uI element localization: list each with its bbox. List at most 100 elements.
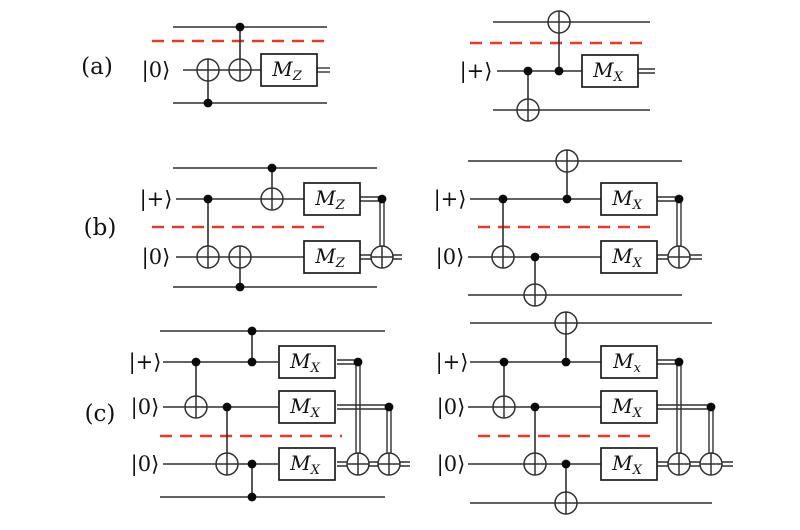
control-dot [377,194,387,204]
measurement-label: MX [289,451,320,478]
control-dot [498,194,508,204]
cnot-target-icon [491,245,515,269]
control-dot [561,357,571,367]
measurement-subscript: Z [292,69,303,84]
measurement-subscript: X [632,463,643,478]
measurement-box-rect [278,447,336,481]
state-ket-label: |+⟩ [436,350,469,375]
circuit-a-left: MZ|0⟩ [142,22,330,108]
cnot-target-icon [554,311,578,335]
measurement-subscript: X [632,256,643,271]
cnot-target-icon [184,395,208,419]
measurement-box-rect [278,390,336,424]
measurement-box-rect [600,240,658,274]
circuit-b-right: MX MX |+⟩ |0⟩ [434,149,702,307]
control-dot [222,402,232,412]
control-dot [674,357,684,367]
control-dot [706,402,716,412]
control-dot [247,459,257,469]
panel-label-a: (a) [81,54,113,80]
measurement-box: MX [600,447,658,481]
measurement-box: MZ [303,182,361,216]
cnot-target-icon [523,283,547,307]
measurement-box: MZ [303,240,361,274]
control-dot [235,22,245,32]
measurement-box: MX [278,447,336,481]
cnot-target-icon [667,452,691,476]
measurement-box: MX [278,345,336,379]
circuit-a-right: MX |+⟩ [460,10,655,122]
state-ket-label: |+⟩ [434,187,467,212]
measurement-box-rect [260,53,318,87]
measurement-box: MZ [260,53,318,87]
measurement-box: MX [600,390,658,424]
control-dot [561,459,571,469]
state-ket-label: |+⟩ [129,350,162,375]
cnot-target-icon [555,149,579,173]
state-ket-label: |0⟩ [142,245,171,270]
control-dot [235,282,245,292]
measurement-subscript: X [632,198,643,213]
measurement-subscript: X [310,361,321,376]
measurement-subscript: X [310,406,321,421]
control-dot [247,326,257,336]
cnot-target-icon [523,452,547,476]
control-dot [203,194,213,204]
panel-label-c: (c) [85,401,116,427]
cnot-target-icon [667,245,691,269]
measurement-box-rect [303,182,361,216]
state-ket-label: |0⟩ [131,395,160,420]
control-dot [203,98,213,108]
panel-label-b: (b) [84,215,117,241]
measurement-box-rect [600,447,658,481]
measurement-subscript: Z [335,198,346,213]
cnot-target-icon [196,245,220,269]
control-dot [530,402,540,412]
control-dot [523,66,533,76]
measurement-box-rect [600,182,658,216]
state-ket-label: |0⟩ [437,395,466,420]
cnot-target-icon [228,245,252,269]
panel-a: (a) MZ|0⟩ MX |+⟩ [81,10,655,122]
state-ket-label: |0⟩ [436,245,465,270]
measurement-box: MX [581,54,639,88]
state-ket-label: |0⟩ [131,452,160,477]
circuit-c-left: MX MX MX |+⟩ |0⟩ |0⟩ [129,326,410,502]
measurement-box: MX [278,390,336,424]
cnot-target-icon [492,395,516,419]
panel-b: (b) MZ MZ |+⟩ |0⟩ MX MX |+⟩ |0⟩ [84,149,702,307]
cnot-target-icon [377,452,401,476]
cnot-target-icon [346,452,370,476]
measurement-subscript: X [310,463,321,478]
cnot-target-icon [370,245,394,269]
measurement-box-rect [303,240,361,274]
control-dot [247,357,257,367]
measurement-subscript: X [632,406,643,421]
control-dot [191,357,201,367]
control-dot [499,357,509,367]
measurement-box: MX [600,182,658,216]
cnot-target-icon [228,58,252,82]
cnot-target-icon [554,491,578,515]
cnot-target-icon [196,58,220,82]
cnot-target-icon [699,452,723,476]
state-ket-label: |+⟩ [460,59,493,84]
circuit-b-left: MZ MZ |+⟩ |0⟩ [140,163,402,292]
state-ket-label: |0⟩ [437,452,466,477]
cnot-target-icon [547,10,571,34]
measurement-box: MX [600,240,658,274]
measurement-box-rect [600,390,658,424]
control-dot [247,492,257,502]
measurement-box-rect [600,345,658,379]
control-dot [384,402,394,412]
measurement-subscript: Z [335,256,346,271]
measurement-subscript: x [634,361,642,376]
cnot-target-icon [516,98,540,122]
control-dot [554,66,564,76]
control-dot [530,252,540,262]
state-ket-label: |+⟩ [140,187,173,212]
